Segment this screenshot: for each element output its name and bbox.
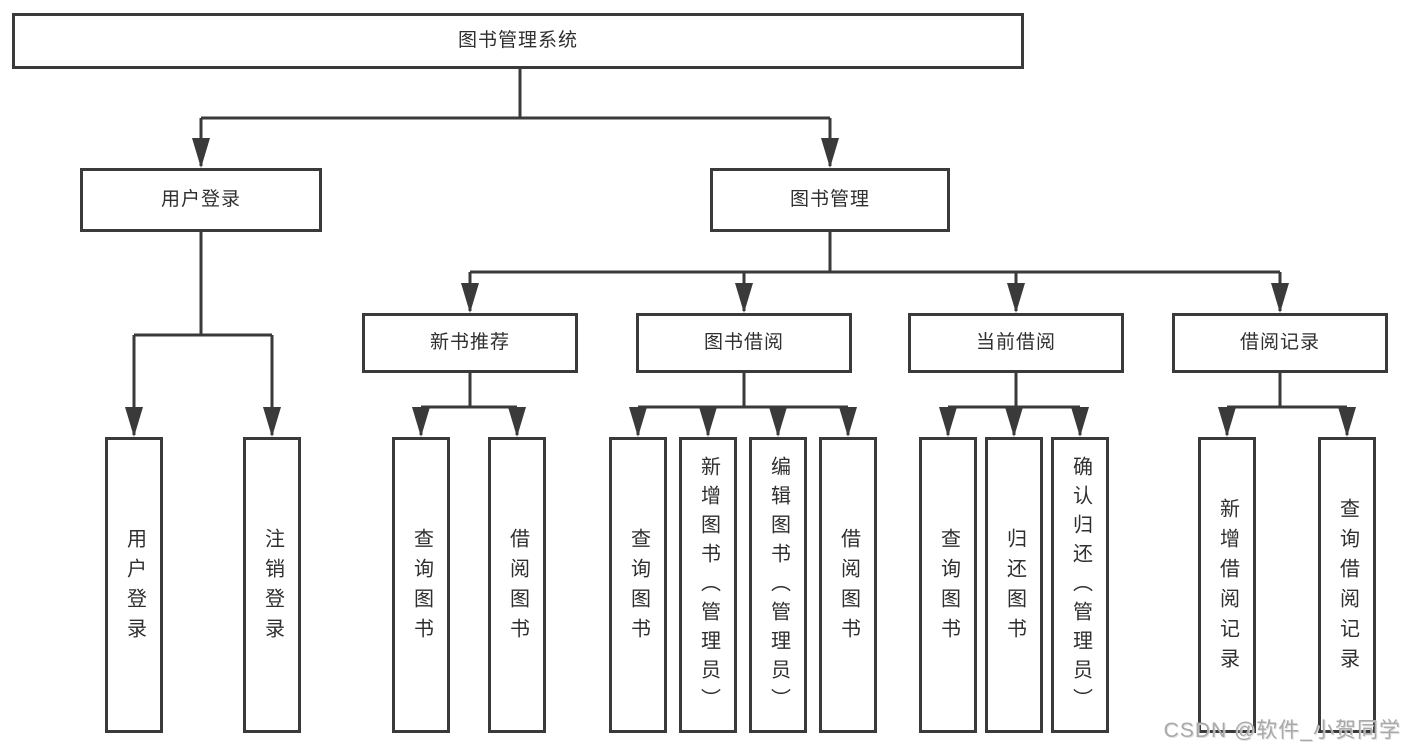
node-book-borrowing: 图书借阅 [636, 313, 852, 373]
arrowhead [412, 407, 430, 437]
leaf-add-book-admin: 新增图书（管理员） [679, 437, 737, 733]
arrowhead [1218, 407, 1236, 437]
arrowhead [735, 283, 753, 313]
arrowhead [125, 407, 143, 437]
node-current-borrowing: 当前借阅 [908, 313, 1124, 373]
leaf-return-books: 归还图书 [985, 437, 1043, 733]
leaf-query-borrow-record: 查询借阅记录 [1318, 437, 1376, 733]
csdn-watermark: CSDN @软件_小贺同学 [1163, 719, 1401, 742]
leaf-borrow-books: 借阅图书 [819, 437, 877, 733]
leaf-borrow-books: 借阅图书 [488, 437, 546, 733]
leaf-add-borrow-record: 新增借阅记录 [1198, 437, 1256, 733]
leaf-query-books: 查询图书 [609, 437, 667, 733]
edge-root-to-level2 [199, 69, 832, 166]
arrowhead [1271, 283, 1289, 313]
edge-user-login-children [132, 232, 274, 435]
leaf-logout: 注销登录 [243, 437, 301, 733]
edge-new-book-children [419, 373, 519, 435]
edge-book-mgmt-children [468, 232, 1282, 311]
node-book-management: 图书管理 [710, 168, 950, 232]
arrowhead [629, 407, 647, 437]
arrowhead [192, 138, 210, 168]
edge-borrow-rec-children [1225, 373, 1349, 435]
leaf-query-books: 查询图书 [919, 437, 977, 733]
arrowhead [1005, 407, 1023, 437]
arrowhead [699, 407, 717, 437]
node-borrowing-records: 借阅记录 [1172, 313, 1388, 373]
arrowhead [821, 138, 839, 168]
node-user-login: 用户登录 [80, 168, 322, 232]
arrowhead [461, 283, 479, 313]
leaf-confirm-return-admin: 确认归还（管理员） [1051, 437, 1109, 733]
node-new-book-recommend: 新书推荐 [362, 313, 578, 373]
arrowhead [508, 407, 526, 437]
leaf-query-books: 查询图书 [392, 437, 450, 733]
arrowhead [839, 407, 857, 437]
arrowhead [1071, 407, 1089, 437]
arrowhead [263, 407, 281, 437]
node-library-management-system: 图书管理系统 [12, 13, 1024, 69]
arrowhead [1007, 283, 1025, 313]
arrowhead [769, 407, 787, 437]
leaf-user-login: 用户登录 [105, 437, 163, 733]
arrowhead [1338, 407, 1356, 437]
edge-book-borrow-children [636, 373, 850, 435]
arrowhead [939, 407, 957, 437]
leaf-edit-book-admin: 编辑图书（管理员） [749, 437, 807, 733]
